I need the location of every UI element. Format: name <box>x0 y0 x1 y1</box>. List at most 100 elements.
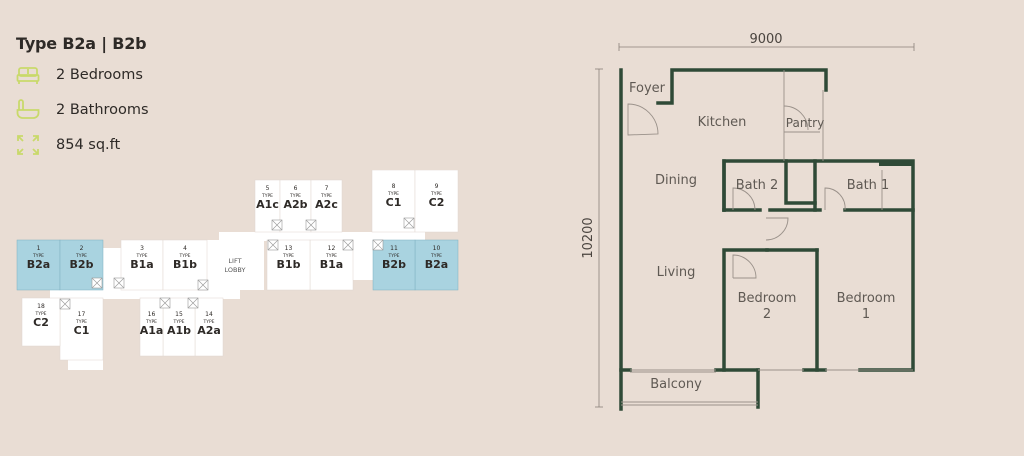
service-shaft <box>187 297 199 309</box>
bathtub-icon <box>16 99 40 119</box>
unit-type: B1a <box>130 258 153 271</box>
unit-shape <box>139 297 164 357</box>
service-shaft <box>91 277 103 289</box>
unit-number: 1 <box>37 245 41 252</box>
unit-shape <box>16 239 61 291</box>
unit-type: A2c <box>315 198 338 211</box>
unit-number: 9 <box>435 183 439 190</box>
unit-number: 16 <box>148 311 156 318</box>
room-bath-2: Bath 2 <box>736 178 779 193</box>
room-bedroom-2: Bedroom <box>738 291 797 306</box>
room-pantry: Pantry <box>786 116 824 130</box>
unit-type-label: TYPE <box>325 253 337 259</box>
room-bedroom-2-number: 2 <box>763 307 771 322</box>
unit-type-label: TYPE <box>320 193 332 199</box>
key-plan: LIFT LOBBY 1TYPEB2a2TYPEB2b3TYPEB1a4TYPE… <box>16 170 459 370</box>
room-living: Living <box>657 265 696 280</box>
room-foyer: Foyer <box>629 81 666 96</box>
spec-label: 854 sq.ft <box>56 137 121 153</box>
unit-shape <box>414 170 459 233</box>
spec-label: 2 Bedrooms <box>56 67 143 83</box>
room-bedroom-1-number: 1 <box>862 307 870 322</box>
service-shaft <box>113 277 125 289</box>
unit-shape <box>194 297 224 357</box>
unit-number: 4 <box>183 245 187 252</box>
unit-type-label: TYPE <box>178 253 190 259</box>
unit-number: 2 <box>80 245 84 252</box>
lift-lobby: LIFT LOBBY <box>207 240 264 290</box>
spec-area: 854 sq.ft <box>16 134 120 156</box>
lift-lobby-label: LIFT <box>228 257 241 265</box>
unit-type-label: TYPE <box>172 319 184 325</box>
unit-type-label: TYPE <box>34 311 46 317</box>
unit-number: 5 <box>266 185 270 192</box>
unit-type: B2b <box>382 258 406 271</box>
expand-arrows-icon <box>17 135 39 155</box>
dimension-width <box>618 43 915 51</box>
unit-type-label: TYPE <box>32 253 44 259</box>
unit-number: 3 <box>140 245 144 252</box>
unit-type: B1a <box>320 258 343 271</box>
unit-type: A1a <box>140 324 164 337</box>
unit-number: 14 <box>205 311 213 318</box>
unit-number: 15 <box>175 311 183 318</box>
unit-number: 7 <box>325 185 329 192</box>
unit-type-label: TYPE <box>289 193 301 199</box>
unit-type: C2 <box>33 316 49 329</box>
unit-type: C2 <box>429 196 445 209</box>
unit-type: B1b <box>277 258 301 271</box>
room-balcony: Balcony <box>650 377 702 392</box>
unit-type: A2a <box>197 324 221 337</box>
unit-number: 6 <box>294 185 298 192</box>
room-kitchen: Kitchen <box>698 115 747 130</box>
dimension-depth <box>595 68 603 408</box>
unit-type: C1 <box>74 324 90 337</box>
unit-shape <box>21 297 61 347</box>
service-shaft <box>271 219 283 231</box>
unit-type-label: TYPE <box>430 253 442 259</box>
unit-number: 8 <box>392 183 396 190</box>
service-shaft <box>372 239 384 251</box>
unit-number: 12 <box>328 245 336 252</box>
walls <box>619 68 915 411</box>
service-shaft <box>305 219 317 231</box>
unit-type: A1c <box>256 198 279 211</box>
unit-type: B2b <box>70 258 94 271</box>
unit-type-label: TYPE <box>75 253 87 259</box>
service-shaft <box>197 279 209 291</box>
unit-type-label: TYPE <box>145 319 157 325</box>
service-shaft <box>59 298 71 310</box>
room-bath-1: Bath 1 <box>847 178 890 193</box>
unit-number: 18 <box>37 303 45 310</box>
unit-shape <box>120 239 164 291</box>
bed-icon <box>16 67 40 84</box>
unit-type-label: TYPE <box>202 319 214 325</box>
unit-number: 17 <box>78 311 86 318</box>
unit-type-label: TYPE <box>282 253 294 259</box>
lift-lobby-label: LOBBY <box>224 266 245 274</box>
unit-type: B2a <box>27 258 50 271</box>
unit-number: 11 <box>390 245 398 252</box>
unit-type: A1b <box>167 324 191 337</box>
unit-number: 10 <box>433 245 441 252</box>
spec-bedrooms: 2 Bedrooms <box>16 64 143 86</box>
depth-dimension-label: 10200 <box>581 217 596 258</box>
width-dimension-label: 9000 <box>749 32 782 47</box>
unit-type: B1b <box>173 258 197 271</box>
unit-type-label: TYPE <box>75 319 87 325</box>
unit-type: B2a <box>425 258 448 271</box>
unit-number: 13 <box>285 245 293 252</box>
unit-type-label: TYPE <box>135 253 147 259</box>
unit-type-label: TYPE <box>430 191 442 197</box>
service-shaft <box>403 217 415 229</box>
service-shaft <box>342 239 354 251</box>
unit-type-label: TYPE <box>261 193 273 199</box>
unit-type: C1 <box>386 196 402 209</box>
